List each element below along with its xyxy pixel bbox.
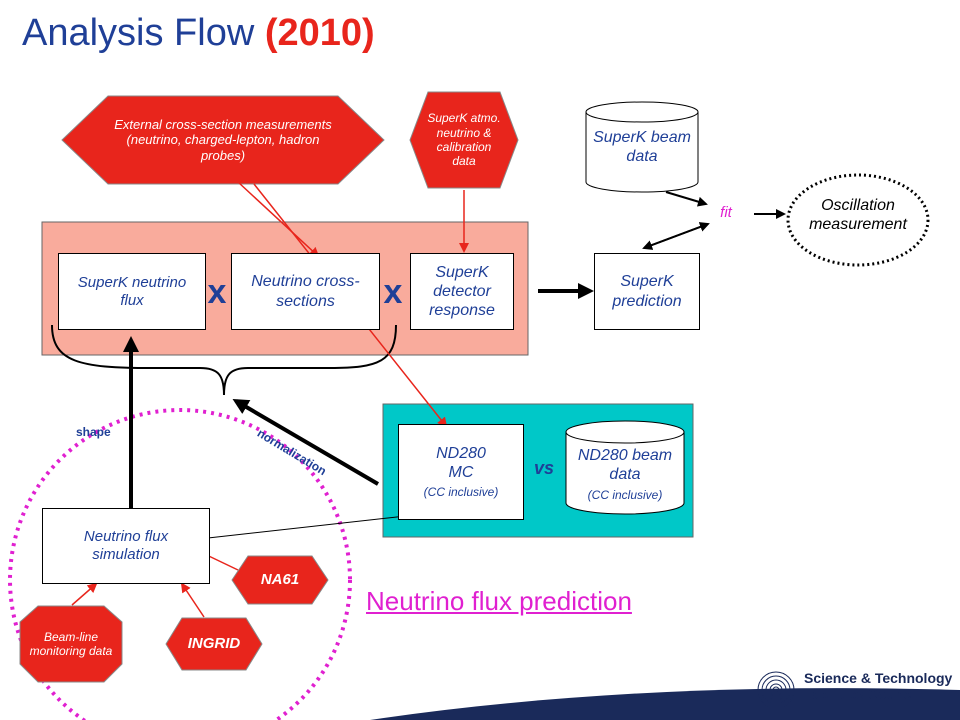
xsec-label: Neutrino cross-sections	[251, 273, 360, 310]
nd280-data-sub: (CC inclusive)	[587, 488, 663, 502]
arrow-normalization	[232, 398, 380, 486]
logo-line1: Science & Technology	[804, 670, 953, 686]
arrow-fit-prediction-back	[643, 222, 710, 249]
red-arrow-ingrid	[180, 582, 205, 618]
fit-label: fit	[720, 204, 732, 221]
red-arrow-to-xsec	[237, 181, 320, 258]
logo-line2: Facilities Council	[804, 686, 920, 703]
superk-prediction-box: SuperK prediction	[594, 253, 700, 330]
superk-beam-data-label: SuperK beam data	[593, 129, 691, 166]
vs-label: vs	[533, 458, 555, 478]
arrow-data-to-fit	[665, 191, 708, 207]
ingrid-label: INGRID	[187, 635, 241, 652]
nd280-mc-sub: (CC inclusive)	[423, 485, 499, 500]
superk-flux-box: SuperK neutrino flux	[58, 253, 206, 330]
flux-prediction-circle	[8, 408, 352, 720]
superk-flux-label: SuperK neutrino flux	[77, 273, 187, 309]
times-sign-1: x	[207, 273, 227, 311]
superk-atmo-hexagon	[409, 91, 519, 189]
superk-atmo-label: SuperK atmo. neutrino & calibration data	[427, 111, 501, 169]
superk-prediction-label: SuperK prediction	[612, 273, 682, 310]
nd280-mc-label: ND280 MC	[436, 445, 486, 482]
grouping-brace	[51, 324, 397, 396]
beamline-hexagon	[19, 605, 123, 683]
oscillation-ellipse	[786, 173, 930, 267]
stfc-logo-icon	[757, 671, 795, 709]
xsec-box: Neutrino cross-sections	[231, 253, 380, 330]
na61-hexagon	[231, 555, 329, 605]
oscillation-label: Oscillation measurement	[809, 197, 907, 234]
flux-sim-label: Neutrino flux simulation	[83, 528, 169, 563]
flux-prediction-title: Neutrino flux prediction	[366, 586, 632, 616]
external-xsec-label: External cross-section measurements (neu…	[114, 116, 332, 163]
title-main: Analysis Flow	[22, 12, 255, 54]
nd280-data-cylinder	[565, 420, 685, 515]
na61-label: NA61	[260, 571, 300, 588]
footer-band	[370, 688, 960, 720]
times-sign-2: x	[383, 273, 403, 311]
title-year: (2010)	[264, 12, 375, 54]
superk-beam-data-cylinder	[585, 101, 699, 193]
flux-sim-box: Neutrino flux simulation	[42, 508, 210, 584]
nd280-mc-box: ND280 MC (CC inclusive)	[398, 424, 524, 520]
page-title: Analysis Flow (2010)	[22, 12, 375, 55]
nd280-data-label: ND280 beam data	[577, 447, 673, 484]
external-xsec-hexagon	[61, 95, 385, 185]
beamline-label: Beam-line monitoring data	[29, 629, 113, 658]
detector-response-label: SuperK detector response	[429, 263, 495, 320]
detector-response-box: SuperK detector response	[410, 253, 514, 330]
stfc-logo-text: Science & Technology Facilities Council	[804, 670, 952, 702]
red-arrow-beamline	[71, 582, 98, 606]
ingrid-hexagon	[165, 617, 263, 671]
shape-label: shape	[76, 425, 111, 439]
